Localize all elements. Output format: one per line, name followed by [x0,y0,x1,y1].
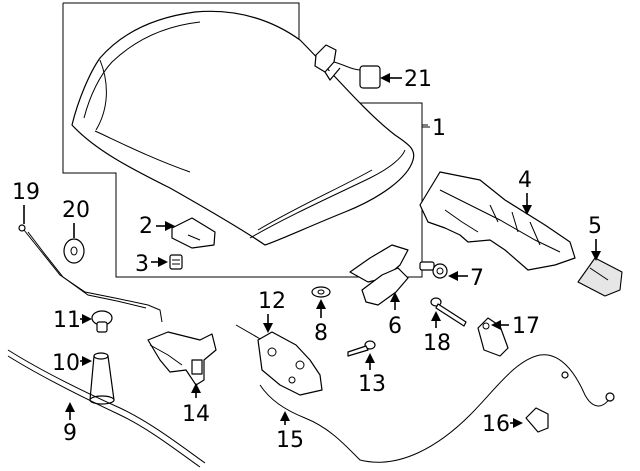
callout-6: 6 [388,314,402,339]
callout-17: 17 [512,314,540,339]
callout-8: 8 [314,321,328,346]
hood-seal-part [419,171,576,271]
callout-3: 3 [135,252,149,277]
leader-10 [80,356,92,366]
callout-14: 14 [182,402,210,427]
callout-15: 15 [276,428,304,453]
callout-12: 12 [258,289,286,314]
leader-4 [522,193,532,215]
leader-7 [448,271,468,281]
washer-nozzle-part [314,44,381,89]
callout-18: 18 [423,331,451,356]
callout-11: 11 [53,308,81,333]
leader-12 [263,314,273,333]
callout-7: 7 [470,266,484,291]
release-knob-11-part [91,310,113,333]
leader-21 [380,73,402,83]
clip-17-part [477,317,509,357]
leader-2 [156,221,175,231]
bolt-18-part [430,297,467,327]
callout-4: 4 [518,168,532,193]
callout-9: 9 [63,421,77,446]
leader-5 [591,239,601,261]
callout-2: 2 [139,214,153,239]
leader-6 [390,292,400,310]
clip-16-part [525,407,549,433]
callout-1: 1 [432,116,446,141]
leader-13 [365,353,375,370]
striker-bracket-part [349,244,409,306]
callout-16: 16 [482,412,510,437]
grommet-20-part [63,238,85,264]
prop-rod-part [18,224,163,323]
hood-bracket-2-part [171,217,216,249]
callout-13: 13 [358,372,386,397]
leader-14 [191,383,201,398]
bumper-pad-part [577,257,623,297]
release-lever-14-part [147,331,217,386]
leader-8 [316,299,326,318]
release-cable-15-part [259,354,615,463]
leader-3 [151,257,168,267]
callout-5: 5 [588,214,602,239]
screw-13-part [347,340,376,357]
bolt-7-part [419,261,448,279]
callout-20: 20 [62,198,90,223]
rubber-bumper-8-part [311,286,331,298]
hood-latch-12-part [235,324,323,396]
leader-15 [280,411,290,425]
weatherstrip-9-part [7,349,206,468]
leader-17 [491,320,509,330]
callout-21: 21 [404,67,432,92]
callout-10: 10 [52,351,80,376]
leader-18 [431,311,441,328]
bumper-stop-3-part [169,254,183,270]
callout-19: 19 [12,180,40,205]
leader-11 [80,314,92,324]
hood-panel [71,10,415,246]
leader-9 [65,402,75,420]
leader-16 [510,418,523,428]
